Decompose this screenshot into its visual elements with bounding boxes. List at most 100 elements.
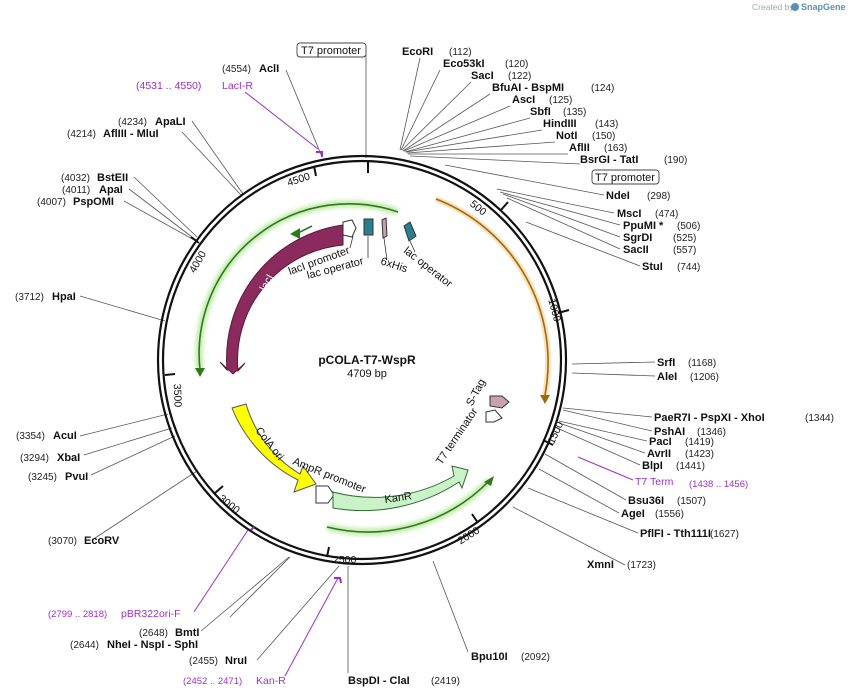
- lacI-promoter-feature[interactable]: [342, 219, 357, 238]
- his-tag-feature[interactable]: [381, 217, 388, 239]
- enzyme-avrii[interactable]: AvrII: [647, 448, 671, 460]
- his-tick: [383, 237, 388, 261]
- enzyme-blpi[interactable]: BlpI: [642, 460, 663, 472]
- enzyme-hindiii[interactable]: HindIII: [543, 118, 577, 130]
- enzyme-bspdi-clai[interactable]: BspDI - ClaI: [348, 675, 410, 687]
- primer-name-pbr322ori-f[interactable]: pBR322ori-F: [121, 608, 181, 620]
- enzyme-bpu10i[interactable]: Bpu10I: [471, 651, 508, 663]
- enzyme-saci[interactable]: SacI: [471, 70, 494, 82]
- enzyme-agei[interactable]: AgeI: [621, 508, 645, 520]
- tick-label-2500: 2500: [333, 554, 357, 566]
- enzyme-pos-sbfi: (135): [563, 107, 586, 118]
- enzyme-pos-agei: (1556): [655, 509, 684, 520]
- enzyme-srfi[interactable]: SrfI: [657, 357, 675, 369]
- enzyme-stui[interactable]: StuI: [642, 261, 663, 273]
- cola-ori-feature[interactable]: [231, 403, 317, 493]
- enzyme-pos-asci: (125): [549, 95, 572, 106]
- enzyme-nhei-nspi-sphi[interactable]: NheI - NspI - SphI: [107, 639, 198, 651]
- enzyme-bmti[interactable]: BmtI: [175, 627, 199, 639]
- enzyme-paer7i-pspxi-xhoi[interactable]: PaeR7I - PspXI - XhoI: [654, 412, 765, 424]
- tick-label-1000: 1000: [545, 297, 563, 323]
- enzyme-bfuai-bspmi[interactable]: BfuAI - BspMI: [492, 82, 564, 94]
- enzyme-paci[interactable]: PacI: [649, 436, 672, 448]
- t7-terminator-feature[interactable]: [485, 409, 503, 423]
- enzyme-pvui[interactable]: PvuI: [65, 471, 88, 483]
- enzyme-apali[interactable]: ApaLI: [155, 116, 186, 128]
- enzyme-msci[interactable]: MscI: [617, 208, 641, 220]
- enzyme-pos-bsrgi: (190): [664, 155, 687, 166]
- enzyme-pos-pvui: (3245): [28, 472, 57, 483]
- t7-promoter-label-top[interactable]: T7 promoter: [301, 45, 361, 57]
- leader-lines: [79, 55, 656, 673]
- enzyme-pspomi[interactable]: PspOMI: [73, 196, 114, 208]
- enzyme-xmni[interactable]: XmnI: [587, 559, 614, 571]
- enzyme-pflfi-tth111i[interactable]: PflFI - Tth111I: [640, 528, 711, 540]
- enzyme-bsteii[interactable]: BstEII: [97, 172, 128, 184]
- enzyme-pos-afliii: (4214): [67, 129, 96, 140]
- enzyme-pos-apai: (4011): [62, 185, 90, 196]
- enzyme-bsu36i[interactable]: Bsu36I: [628, 495, 664, 507]
- snapgene-brand[interactable]: SnapGene: [801, 2, 846, 12]
- enzyme-pos-xbai: (3294): [20, 453, 49, 464]
- enzyme-nrui[interactable]: NruI: [225, 655, 247, 667]
- enzyme-sacii[interactable]: SacII: [623, 244, 649, 256]
- enzyme-bsrgi-tati[interactable]: BsrGI - TatI: [580, 154, 638, 166]
- enzyme-ecori[interactable]: EcoRI: [402, 46, 433, 58]
- primer-name-laci-r[interactable]: LacI-R: [222, 80, 253, 92]
- s-tag-feature[interactable]: [489, 395, 510, 409]
- enzyme-ppumi[interactable]: PpuMI *: [623, 220, 664, 232]
- kanr-feature[interactable]: [332, 465, 469, 512]
- enzyme-pos-acli: (4554): [222, 64, 251, 75]
- enzyme-xbai[interactable]: XbaI: [57, 452, 80, 464]
- enzyme-pos-msci: (474): [655, 209, 678, 220]
- insert-arc[interactable]: [435, 198, 549, 396]
- enzyme-pos-nrui: (2455): [189, 656, 218, 667]
- lacI-feature[interactable]: [219, 224, 344, 375]
- enzyme-pos-acui: (3354): [16, 431, 45, 442]
- primer-name-t7-term[interactable]: T7 Term: [635, 476, 674, 488]
- lacI-orf-arc[interactable]: [198, 203, 399, 371]
- enzyme-sbfi[interactable]: SbfI: [530, 106, 551, 118]
- kanr-orf-arc[interactable]: [326, 479, 491, 533]
- enzyme-apai[interactable]: ApaI: [99, 184, 123, 196]
- enzyme-ecorv[interactable]: EcoRV: [84, 535, 120, 547]
- enzyme-pos-ecori: (112): [449, 47, 472, 58]
- plasmid-name: pCOLA-T7-WspR: [318, 353, 416, 367]
- enzyme-pos-bsu36i: (1507): [677, 496, 706, 507]
- primer-range-pbr322ori-f: (2799 .. 2818): [48, 609, 107, 620]
- primer-name-kan-r[interactable]: Kan-R: [256, 675, 286, 687]
- lac-operator-feature-1[interactable]: [363, 218, 374, 236]
- created-by-label: Created by: [752, 2, 794, 12]
- enzyme-sgrdi[interactable]: SgrDI: [623, 232, 652, 244]
- enzyme-noti[interactable]: NotI: [556, 130, 577, 142]
- enzyme-eco53ki[interactable]: Eco53kI: [443, 58, 485, 70]
- enzyme-pos-sgrdi: (525): [673, 233, 696, 244]
- enzyme-afliii-mlui[interactable]: AflIII - MluI: [103, 128, 159, 140]
- lac-operator-feature-2[interactable]: [403, 221, 417, 242]
- t7-promoter-box-right: [591, 169, 660, 185]
- enzyme-pshai[interactable]: PshAI: [654, 426, 685, 438]
- enzyme-asci[interactable]: AscI: [512, 94, 535, 106]
- enzyme-pos-paci: (1419): [685, 437, 714, 448]
- enzyme-pos-pflfi: (1627): [710, 529, 739, 540]
- enzyme-ndei[interactable]: NdeI: [606, 190, 630, 202]
- enzyme-alei[interactable]: AleI: [657, 371, 677, 383]
- enzyme-aflii[interactable]: AflII: [569, 142, 590, 154]
- t7-promoter-label-right[interactable]: T7 promoter: [595, 172, 655, 184]
- enzyme-pos-aflii: (163): [604, 143, 627, 154]
- enzyme-pos-nhei: (2644): [70, 640, 99, 651]
- kanr-orf-arrowhead: [484, 476, 494, 486]
- kanr-label: KanR: [384, 490, 413, 506]
- ampr-promoter-feature[interactable]: [315, 485, 335, 504]
- lacI-promoter-tick: [349, 235, 354, 249]
- tick-label-1500: 1500: [545, 420, 566, 446]
- enzyme-hpai[interactable]: HpaI: [52, 291, 76, 303]
- enzyme-acli[interactable]: AclI: [259, 63, 279, 75]
- enzyme-acui[interactable]: AcuI: [53, 430, 77, 442]
- enzyme-pos-paer7i: (1344): [805, 413, 834, 424]
- enzyme-pos-bspdi: (2419): [431, 676, 460, 687]
- lac-operator-tick-2: [409, 240, 416, 253]
- enzyme-pos-bfuai: (124): [591, 83, 614, 94]
- enzyme-pos-sacii: (557): [673, 245, 696, 256]
